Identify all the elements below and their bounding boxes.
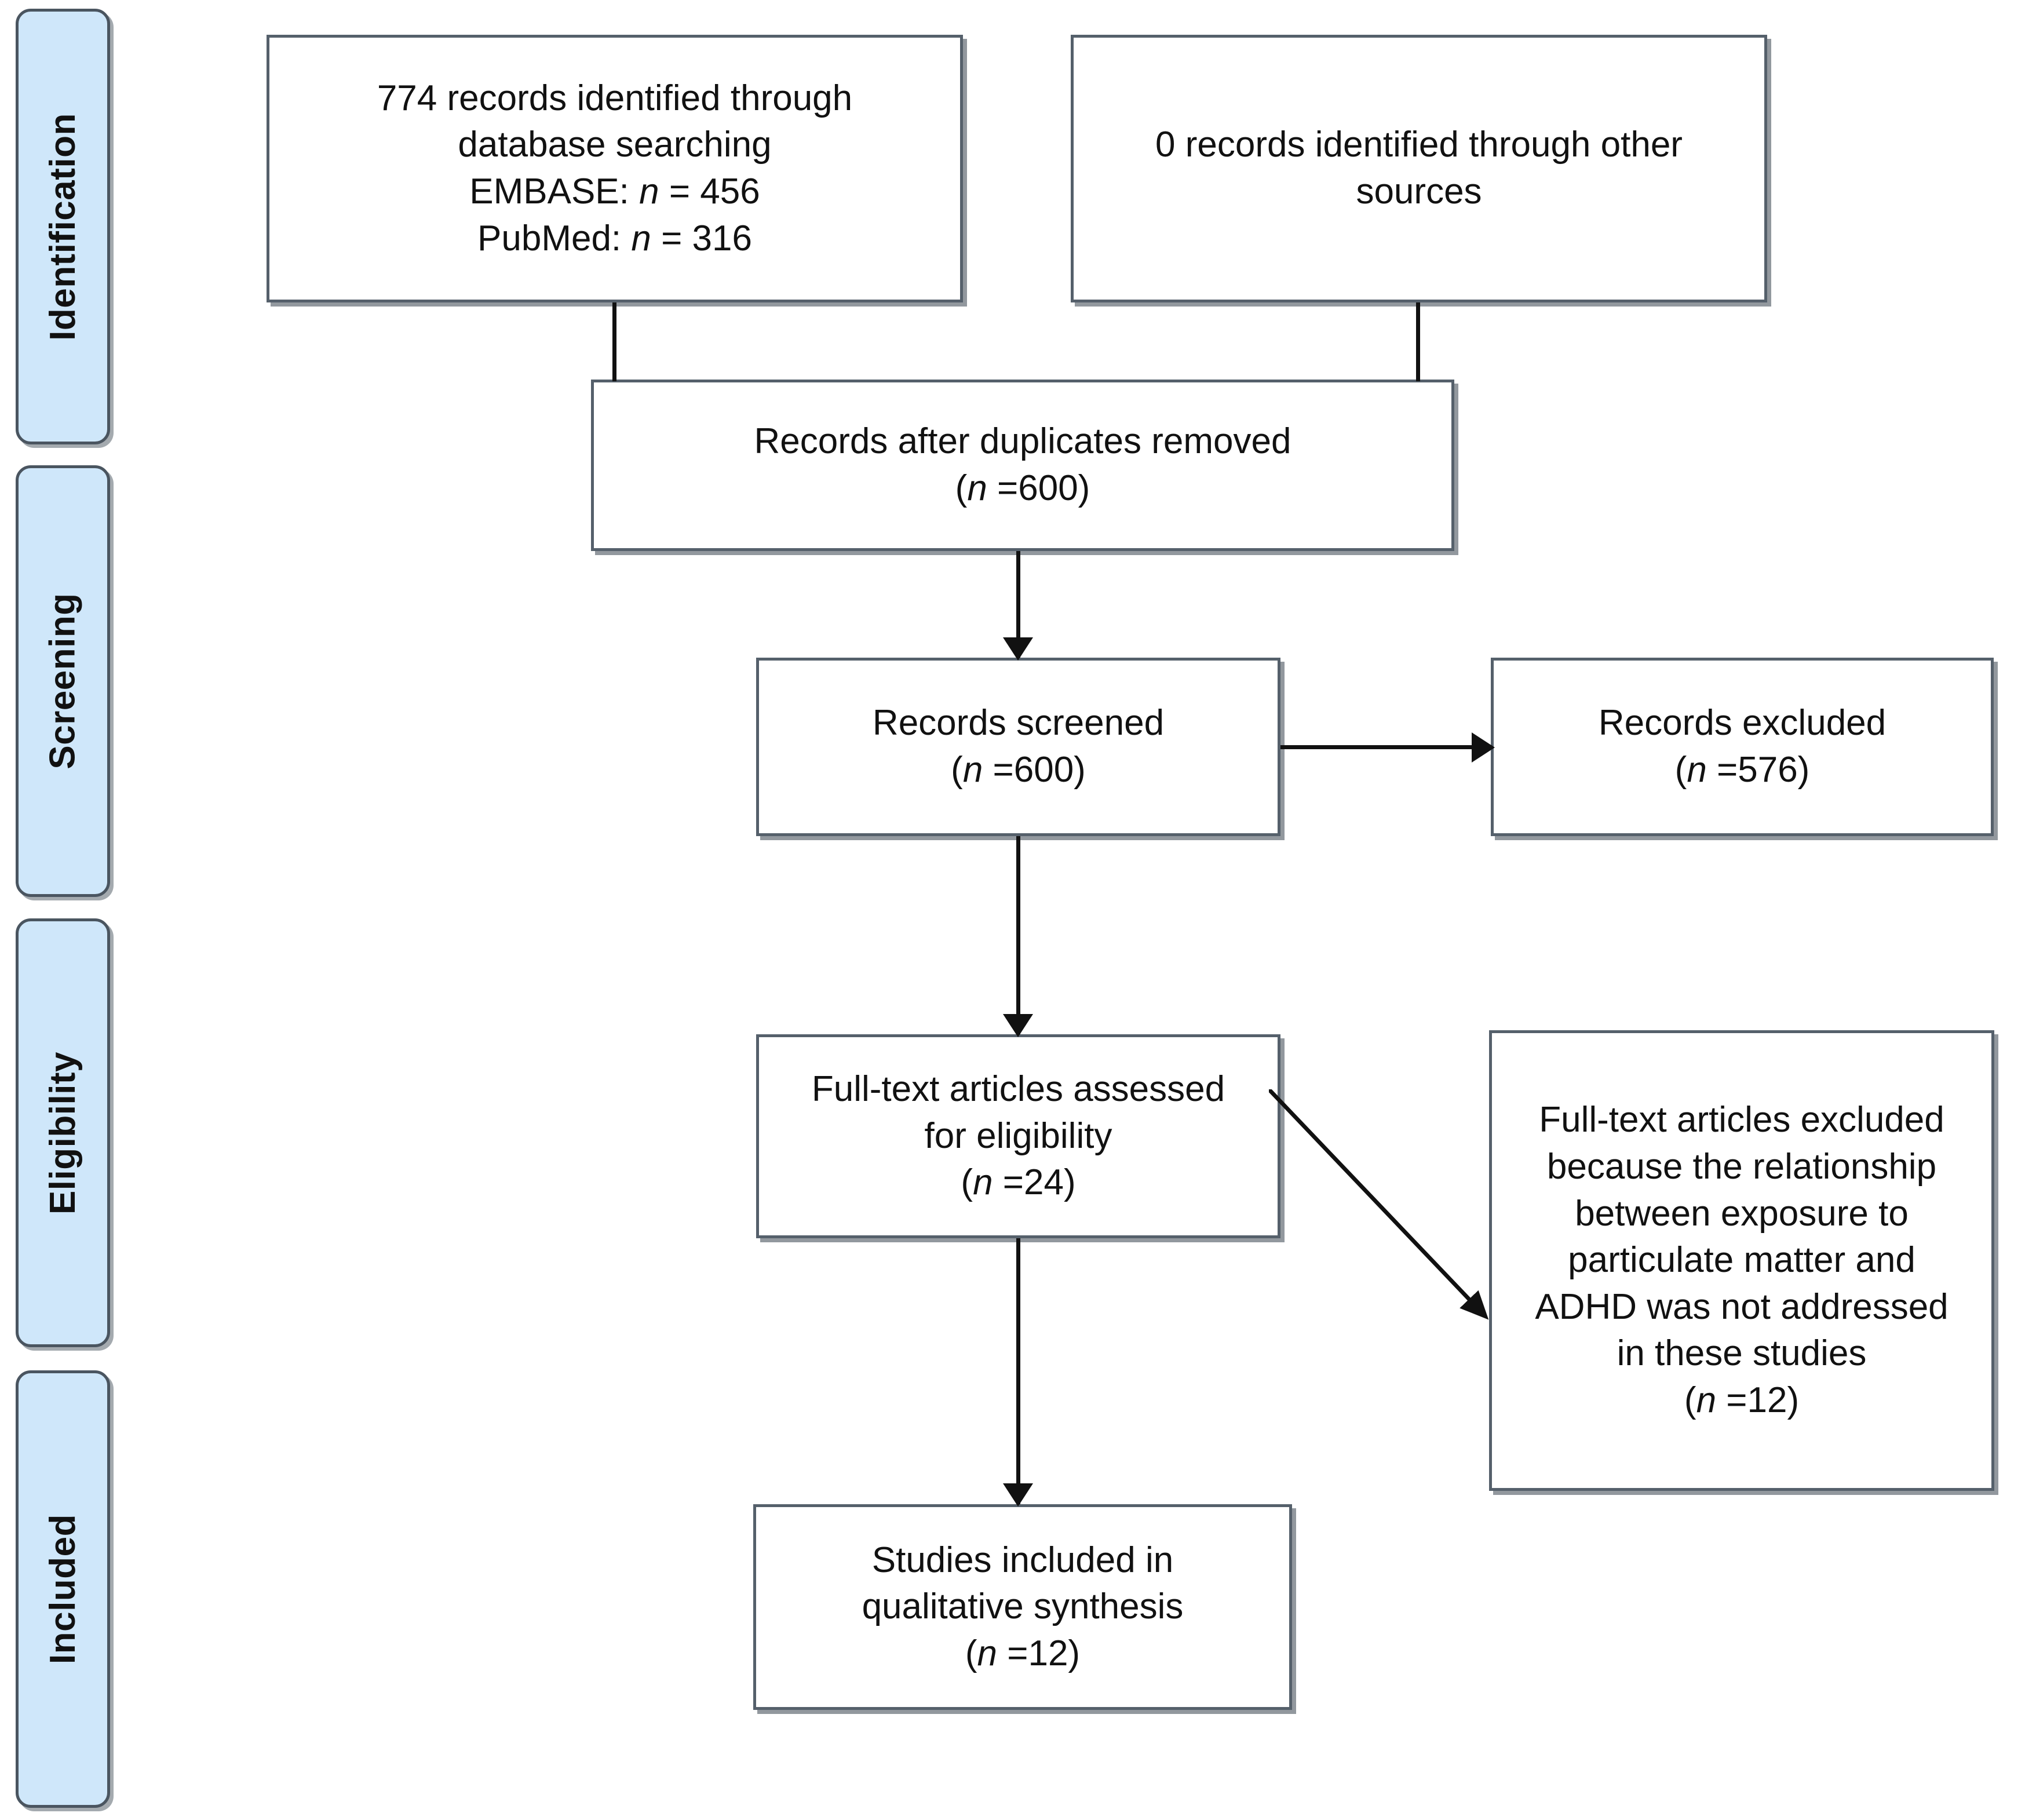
stage-pill-identification: Identification [16, 9, 110, 444]
arrowhead-fulltext-to-included [1003, 1483, 1033, 1507]
box-records-excluded: Records excluded(n =576) [1491, 658, 1994, 836]
connector-fulltext-to-included [1016, 1238, 1020, 1504]
stage-label-identification: Identification [43, 112, 83, 341]
stage-pill-screening: Screening [16, 465, 110, 897]
arrowhead-screened-to-excluded [1472, 732, 1495, 763]
arrowhead-duplicates-to-screened [1003, 637, 1033, 661]
stage-label-screening: Screening [43, 593, 83, 769]
box-records-screened-text: Records screened(n =600) [872, 703, 1165, 790]
box-records-excluded-text: Records excluded(n =576) [1598, 703, 1887, 790]
box-records-after-duplicates-removed-text: Records after duplicates removed(n =600) [754, 421, 1291, 508]
arrowhead-screened-to-fulltext [1003, 1014, 1033, 1037]
stage-pill-eligibility: Eligibility [16, 918, 110, 1347]
connector-database-records-to-duplicates [612, 302, 616, 381]
stage-label-included: Included [43, 1514, 83, 1664]
box-records-after-duplicates-removed: Records after duplicates removed(n =600) [591, 380, 1454, 551]
connector-screened-to-excluded [1280, 745, 1492, 749]
diagonal-line-fulltext-excluded [1269, 1089, 1489, 1320]
box-records-screened: Records screened(n =600) [756, 658, 1280, 836]
connector-screened-to-fulltext [1016, 836, 1020, 1034]
connector-duplicates-to-screened [1016, 551, 1020, 658]
connector-other-records-to-duplicates [1416, 302, 1420, 381]
stage-label-eligibility: Eligibility [43, 1051, 83, 1214]
stage-pill-included: Included [16, 1370, 110, 1808]
connector-fulltext-assessed-to-fulltext-excluded [1269, 1089, 1489, 1320]
